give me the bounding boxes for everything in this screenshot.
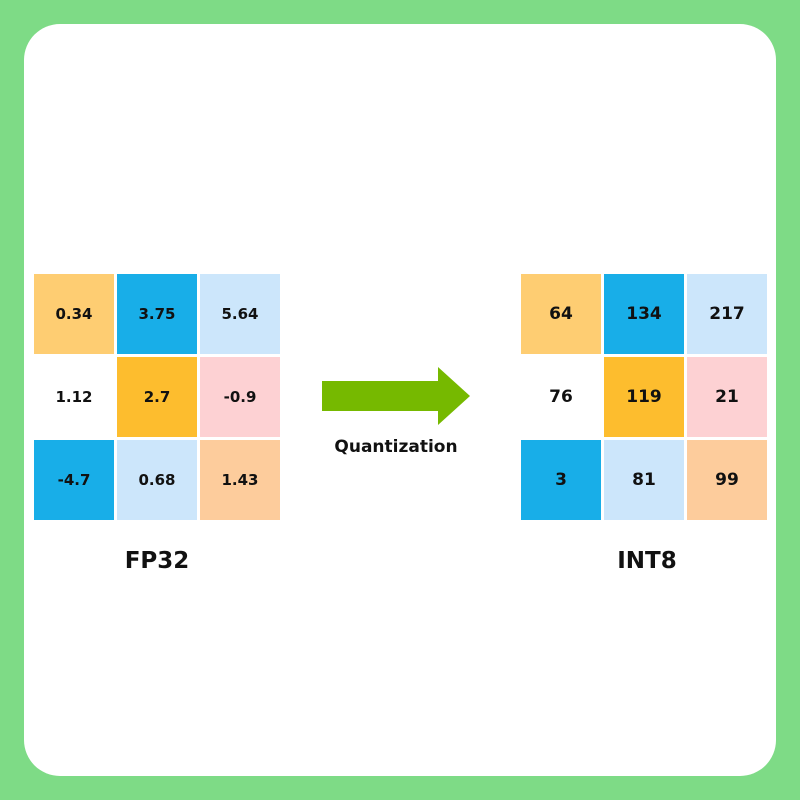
int8-cell: 134 [604, 274, 684, 354]
int8-cell: 21 [687, 357, 767, 437]
int8-cell: 81 [604, 440, 684, 520]
fp32-matrix: 0.34 3.75 5.64 1.12 2.7 -0.9 -4.7 0.68 1… [34, 274, 280, 520]
int8-cell: 76 [521, 357, 601, 437]
fp32-cell: 2.7 [117, 357, 197, 437]
int8-cell: 217 [687, 274, 767, 354]
fp32-cell: -4.7 [34, 440, 114, 520]
fp32-cell: 0.68 [117, 440, 197, 520]
quantization-caption: Quantization [334, 437, 458, 457]
fp32-cell: 1.43 [200, 440, 280, 520]
arrow-shape [322, 367, 470, 425]
int8-matrix: 64 134 217 76 119 21 3 81 99 [521, 274, 767, 520]
int8-cell: 3 [521, 440, 601, 520]
fp32-cell: 5.64 [200, 274, 280, 354]
right-arrow-icon [322, 367, 470, 425]
fp32-label: FP32 [124, 548, 190, 574]
fp32-cell: 3.75 [117, 274, 197, 354]
int8-label: INT8 [617, 548, 677, 574]
int8-cell: 64 [521, 274, 601, 354]
fp32-cell: -0.9 [200, 357, 280, 437]
int8-cell: 99 [687, 440, 767, 520]
fp32-cell: 1.12 [34, 357, 114, 437]
int8-cell: 119 [604, 357, 684, 437]
fp32-cell: 0.34 [34, 274, 114, 354]
